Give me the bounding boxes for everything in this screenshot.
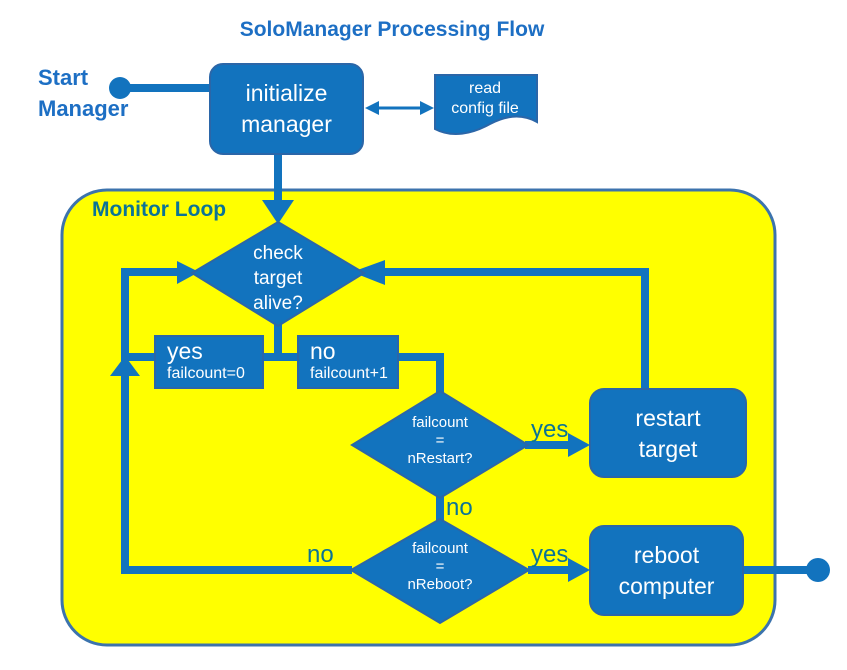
- failcount-nrestart-label: failcount = nRestart?: [407, 414, 473, 467]
- read-config-file-document: [434, 74, 538, 136]
- arrowhead-right-icon: [420, 101, 434, 115]
- check-target-alive-label: check target alive?: [253, 243, 303, 314]
- failcount-nrestart-diamond: [350, 389, 530, 500]
- arrowhead-into-restart-icon: [568, 433, 590, 457]
- no-branch-detail: failcount+1: [310, 365, 388, 382]
- reboot-computer-label: reboot computer: [618, 542, 715, 599]
- page-title: SoloManager Processing Flow: [239, 18, 545, 41]
- restart-target-box: [589, 388, 747, 478]
- no-branch-title: no: [310, 338, 336, 364]
- arrowhead-into-check-left-icon: [177, 261, 199, 284]
- edge-restart-loop-to-check: [382, 268, 649, 390]
- no-branch-label: no failcount+1: [310, 338, 388, 383]
- nreboot-no-label: no: [307, 541, 334, 568]
- yes-branch-label: yes failcount=0: [167, 338, 245, 383]
- reboot-computer-box: [589, 525, 744, 616]
- arrowhead-down-into-check-icon: [262, 200, 294, 224]
- yes-failcount-box: [154, 335, 264, 389]
- check-target-alive-diamond: [190, 220, 366, 328]
- nrestart-yes-label: yes: [531, 416, 569, 443]
- failcount-nreboot-diamond: [349, 517, 531, 625]
- nreboot-yes-label: yes: [531, 541, 569, 568]
- edge-nreboot-no-loop: [121, 372, 352, 574]
- exit-dot-icon: [806, 558, 830, 582]
- edge-no-to-nrestart: [397, 353, 444, 395]
- read-config-file-label: read config file: [451, 80, 519, 117]
- nrestart-no-label: no: [446, 494, 473, 521]
- start-manager-label: Start Manager: [38, 65, 129, 121]
- monitor-loop-label: Monitor Loop: [92, 198, 227, 221]
- arrowhead-left-icon: [365, 101, 379, 115]
- failcount-nreboot-label: failcount = nReboot?: [407, 540, 473, 593]
- yes-branch-detail: failcount=0: [167, 365, 245, 382]
- arrowhead-into-reboot-icon: [568, 558, 590, 582]
- no-failcount-box: [297, 335, 399, 389]
- restart-target-label: restart target: [635, 405, 701, 462]
- start-dot-icon: [109, 77, 131, 99]
- yes-branch-title: yes: [167, 338, 203, 364]
- edge-yes-loop-to-check: [121, 268, 179, 361]
- initialize-manager-box: [209, 63, 364, 155]
- arrowhead-into-check-right-icon: [352, 260, 385, 285]
- initialize-manager-label: initialize manager: [241, 80, 332, 137]
- arrowhead-up-loop-icon: [110, 356, 140, 376]
